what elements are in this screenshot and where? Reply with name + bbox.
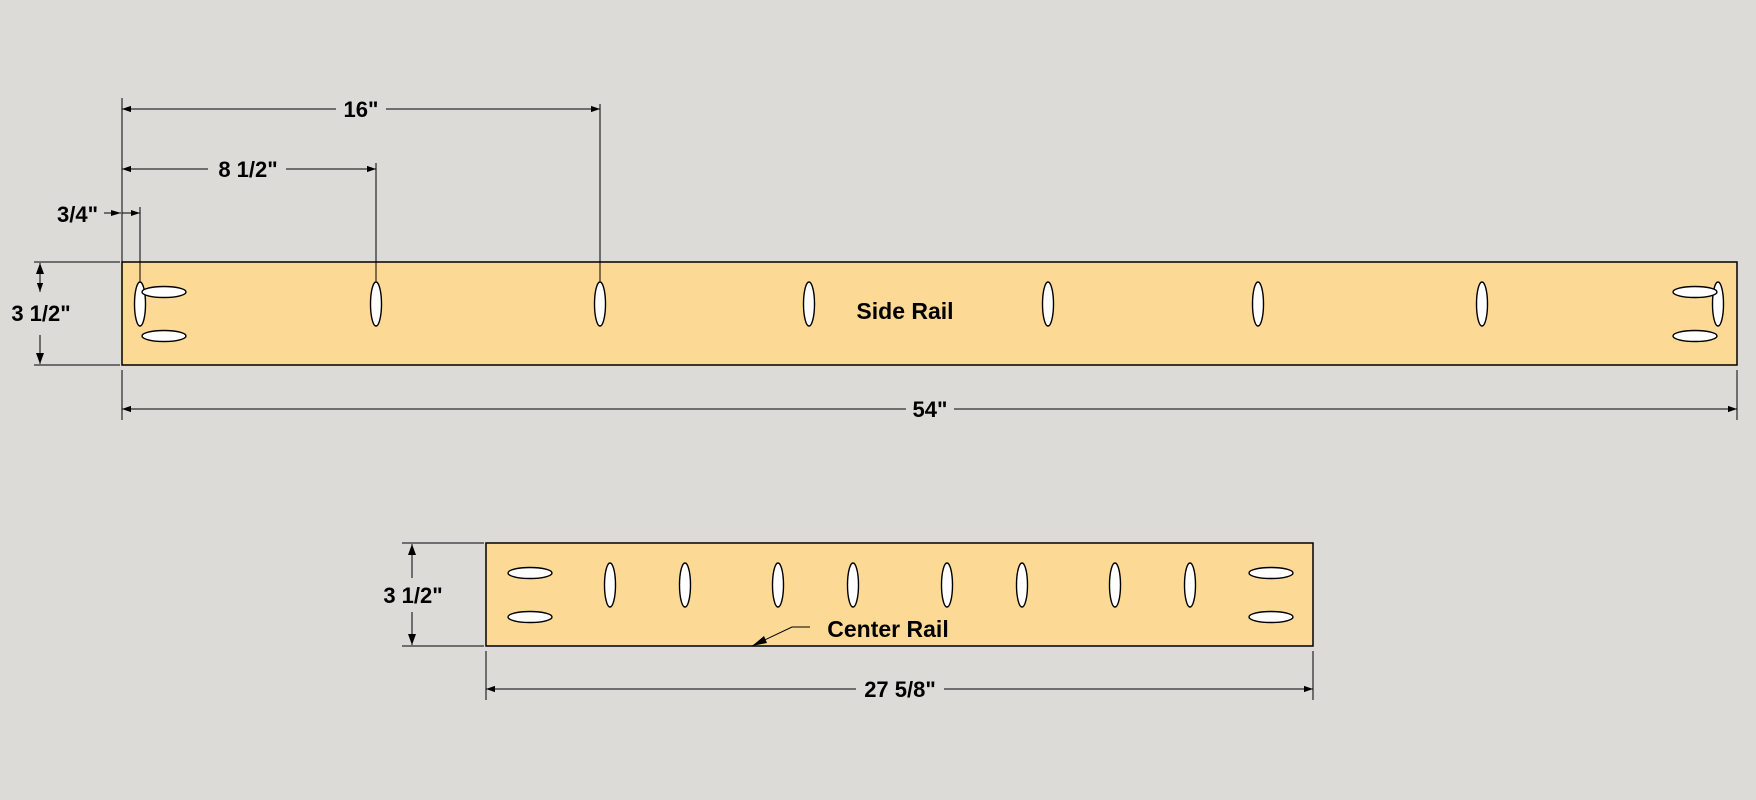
pocket-hole	[1475, 281, 1489, 327]
pocket-hole	[1183, 562, 1197, 608]
pocket-hole	[369, 281, 383, 327]
pocket-hole	[1015, 562, 1029, 608]
side-rail: Side Rail 16" 8 1/2"	[4, 96, 1738, 422]
pocket-hole	[802, 281, 816, 327]
side-rail-length-label: 54"	[913, 397, 948, 422]
pocket-hole	[141, 285, 187, 299]
dimension-16-inch: 16"	[122, 96, 600, 122]
pocket-hole	[1248, 566, 1294, 580]
side-rail-label: Side Rail	[856, 298, 953, 324]
pocket-hole	[1248, 610, 1294, 624]
center-rail-board	[485, 542, 1314, 647]
center-rail-leader	[751, 626, 810, 647]
pocket-hole	[846, 562, 860, 608]
side-rail-board	[121, 261, 1738, 366]
side-rail-pocket-holes	[133, 281, 1725, 343]
pocket-hole	[1108, 562, 1122, 608]
side-rail-width-dimension: 3 1/2"	[4, 263, 80, 364]
pocket-hole	[507, 610, 553, 624]
side-rail-extension-lines	[34, 98, 1738, 420]
side-rail-width-label: 3 1/2"	[11, 301, 70, 326]
pocket-hole	[507, 566, 553, 580]
dimension-3-quarter-inch: 3/4"	[57, 202, 140, 227]
center-rail-length-label: 27 5/8"	[864, 677, 936, 702]
pocket-hole	[593, 281, 607, 327]
pocket-hole	[1251, 281, 1265, 327]
dimension-8-half-label: 8 1/2"	[218, 157, 277, 182]
pocket-hole	[1672, 285, 1718, 299]
pocket-hole	[771, 562, 785, 608]
pocket-hole	[141, 329, 187, 343]
center-rail-width-dimension: 3 1/2"	[376, 544, 452, 645]
pocket-hole	[1672, 329, 1718, 343]
dimension-16-label: 16"	[344, 97, 379, 122]
pocket-hole	[1041, 281, 1055, 327]
pocket-hole	[678, 562, 692, 608]
center-rail: Center Rail 3 1/2" 27 5/8"	[376, 542, 1314, 702]
side-rail-length-dimension: 54"	[122, 396, 1737, 422]
pocket-hole	[940, 562, 954, 608]
pocket-hole	[603, 562, 617, 608]
center-rail-length-dimension: 27 5/8"	[486, 676, 1313, 702]
dimension-3-quarter-label: 3/4"	[57, 202, 98, 227]
center-rail-pocket-holes	[507, 562, 1294, 624]
dimension-8-half-inch: 8 1/2"	[122, 156, 376, 182]
center-rail-width-label: 3 1/2"	[383, 583, 442, 608]
pocket-hole	[133, 281, 147, 327]
center-rail-label: Center Rail	[827, 616, 948, 642]
